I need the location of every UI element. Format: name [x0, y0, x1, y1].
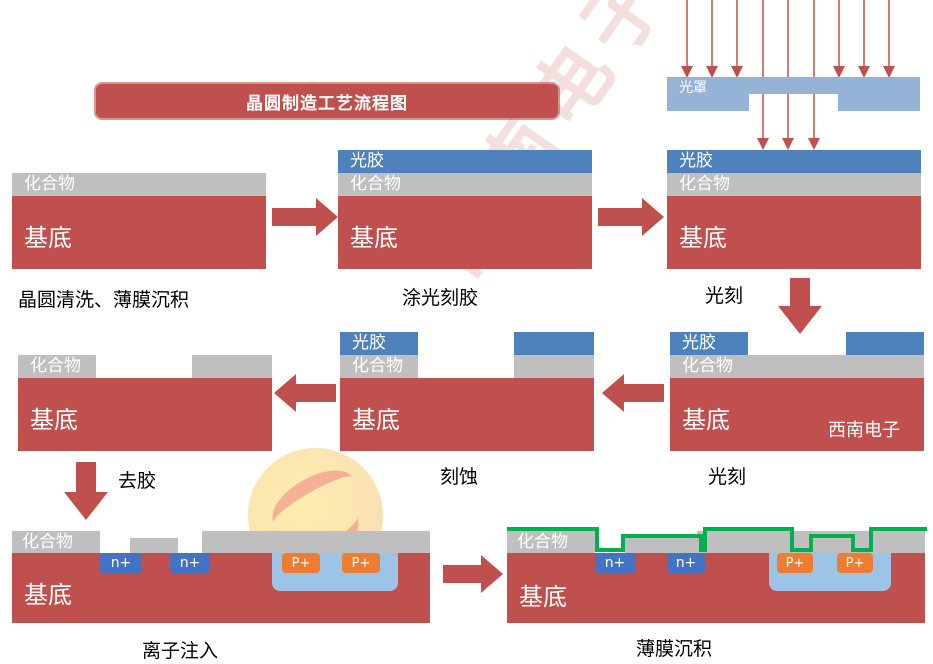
p-plus-region: P+ [837, 553, 873, 573]
photoresist-label: 光胶 [350, 151, 384, 171]
oxide-label: 化合物 [30, 356, 81, 376]
substrate-layer: 基底 [667, 196, 921, 269]
photoresist-layer: 光胶 [670, 332, 748, 355]
brand-label: 西南电子 [828, 420, 900, 441]
oxide-label: 化合物 [679, 174, 730, 194]
oxide-label: 化合物 [24, 174, 75, 194]
uv-light-arrows [681, 0, 895, 150]
photoresist-layer: 光胶 [667, 150, 921, 173]
substrate-label: 基底 [30, 406, 78, 434]
step6-panel: 化合物 基底 [18, 355, 272, 451]
step1-caption: 晶圆清洗、薄膜沉积 [18, 289, 190, 311]
step3-panel: 光胶 化合物 基底 [667, 150, 921, 269]
photoresist-label: 光胶 [679, 151, 713, 171]
oxide-label: 化合物 [682, 356, 733, 376]
arrow-right-icon [272, 198, 338, 236]
oxide-layer [192, 355, 272, 378]
step4-caption: 光刻 [708, 466, 747, 488]
step5-caption: 刻蚀 [440, 466, 479, 488]
arrow-left-icon [274, 374, 336, 412]
oxide-layer [625, 538, 699, 553]
photoresist-label: 光胶 [352, 333, 386, 353]
arrow-left-icon [602, 374, 664, 412]
oxide-label: 化合物 [352, 356, 403, 376]
oxide-layer [130, 538, 178, 553]
substrate-label: 基底 [679, 224, 727, 252]
substrate-label: 基底 [352, 406, 400, 434]
n-plus-region: n+ [170, 553, 210, 573]
diagram-title: 晶圆制造工艺流程图 [94, 82, 560, 120]
substrate-layer: 基底 [12, 196, 266, 269]
p-plus-region: P+ [342, 553, 380, 573]
oxide-layer: 化合物 [667, 173, 921, 196]
photoresist-layer: 光胶 [340, 332, 418, 355]
step5-panel: 光胶 化合物 基底 [340, 332, 594, 451]
substrate-label: 基底 [24, 581, 72, 609]
photoresist-layer: 光胶 [338, 150, 592, 173]
photoresist-layer [846, 332, 924, 355]
step2-caption: 涂光刻胶 [402, 287, 479, 309]
substrate-layer: 基底 [18, 378, 272, 451]
oxide-layer [514, 355, 594, 378]
arrow-right-icon [443, 555, 503, 593]
n-plus-region: n+ [100, 553, 142, 573]
substrate-label: 基底 [24, 224, 72, 252]
oxide-layer: 化合物 [507, 531, 595, 553]
photomask: 光罩 [667, 77, 920, 111]
photomask-label: 光罩 [679, 80, 707, 96]
oxide-label: 化合物 [22, 532, 73, 552]
substrate-layer: 基底 [338, 196, 592, 269]
substrate-label: 基底 [519, 583, 567, 611]
oxide-layer: 化合物 [12, 531, 100, 553]
oxide-layer: 化合物 [338, 173, 592, 196]
oxide-layer: 化合物 [670, 355, 924, 378]
n-plus-region: n+ [595, 553, 635, 573]
step6-caption: 去胶 [118, 470, 157, 492]
step8-caption: 薄膜沉积 [636, 638, 713, 660]
step4-panel: 光胶 化合物 基底 西南电子 [670, 332, 924, 451]
photoresist-layer [514, 332, 594, 355]
oxide-layer: 化合物 [18, 355, 96, 378]
oxide-layer [202, 531, 430, 553]
substrate-layer: 基底 [340, 378, 594, 451]
oxide-label: 化合物 [350, 174, 401, 194]
step8-panel: 化合物 基底 n+ n+ P+ P+ [507, 531, 925, 623]
oxide-layer: 化合物 [340, 355, 418, 378]
substrate-layer: 基底 西南电子 [670, 378, 924, 451]
step3-caption: 光刻 [705, 285, 744, 307]
arrow-down-icon [778, 278, 822, 334]
step2-panel: 光胶 化合物 基底 [338, 150, 592, 269]
n-plus-region: n+ [667, 553, 705, 573]
step1-panel: 化合物 基底 [12, 173, 266, 269]
step7-caption: 离子注入 [142, 640, 219, 662]
substrate-label: 基底 [350, 224, 398, 252]
arrow-right-icon [598, 198, 664, 236]
oxide-layer: 化合物 [12, 173, 266, 196]
substrate-label: 基底 [682, 406, 730, 434]
p-plus-region: P+ [282, 553, 320, 573]
oxide-label: 化合物 [517, 532, 568, 552]
p-plus-region: P+ [777, 553, 813, 573]
photoresist-label: 光胶 [682, 333, 716, 353]
step7-panel: 化合物 基底 n+ n+ P+ P+ [12, 531, 430, 623]
metal-film-layer [507, 527, 927, 552]
arrow-down-icon [64, 462, 108, 520]
